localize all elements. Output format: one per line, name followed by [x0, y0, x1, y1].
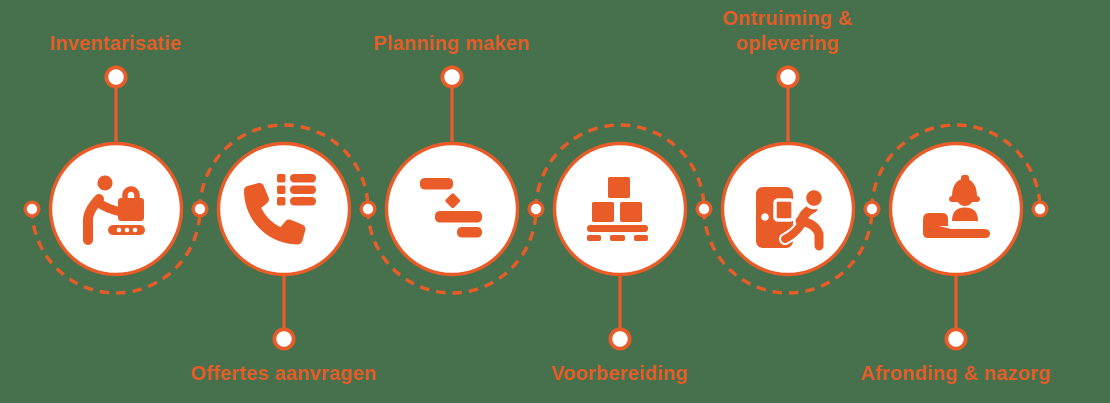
junction-dot [359, 200, 377, 218]
person-moving-out-door-icon [756, 186, 826, 253]
inventory-person-luggage-icon [83, 175, 145, 245]
label-dot [944, 327, 968, 351]
label-dot [776, 65, 800, 89]
step-ontruiming-oplevering [720, 65, 856, 277]
step-circle [384, 141, 520, 277]
phone-checklist-icon [244, 174, 316, 245]
step-circle [888, 141, 1024, 277]
step-label-afronding-nazorg: Afronding & nazorg [860, 363, 1052, 385]
label-dot [440, 65, 464, 89]
step-voorbereiding [552, 141, 688, 351]
junction-dot [23, 200, 41, 218]
step-circle [216, 141, 352, 277]
step-inventarisatie [48, 65, 184, 277]
step-label-ontruiming-oplevering: Ontruiming & oplevering [722, 8, 854, 55]
junction-dot [863, 200, 881, 218]
step-planning-maken [384, 65, 520, 277]
step-afronding-nazorg [888, 141, 1024, 351]
label-dot [608, 327, 632, 351]
junction-dot [1031, 200, 1049, 218]
step-label-planning-maken: Planning maken [373, 33, 531, 55]
label-dot [272, 327, 296, 351]
junction-dot [527, 200, 545, 218]
step-label-offertes-aanvragen: Offertes aanvragen [191, 363, 377, 385]
step-label-voorbereiding: Voorbereiding [551, 363, 689, 385]
construction-worker-cleanup-icon [923, 175, 990, 238]
gantt-chart-icon [420, 178, 482, 238]
pallet-boxes-icon [587, 177, 648, 241]
label-dot [104, 65, 128, 89]
step-offertes-aanvragen [216, 141, 352, 351]
junction-dot [191, 200, 209, 218]
junction-dots [23, 200, 1049, 218]
junction-dot [695, 200, 713, 218]
step-label-inventarisatie: Inventarisatie [50, 33, 182, 55]
